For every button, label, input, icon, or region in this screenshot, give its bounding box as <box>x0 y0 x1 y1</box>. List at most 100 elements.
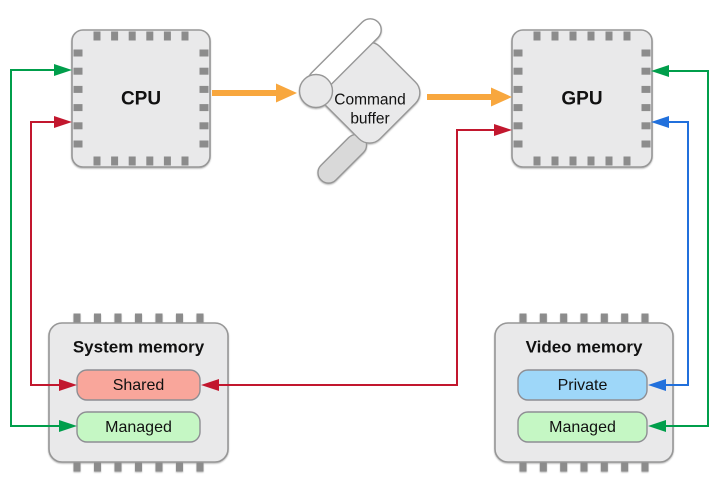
arrowhead <box>648 379 666 391</box>
chip-pin <box>94 313 101 324</box>
cpu-managed-link <box>10 64 77 432</box>
arrowhead <box>651 116 669 128</box>
chip-pin <box>155 461 163 472</box>
chip-pin <box>621 461 629 472</box>
chip-pin <box>513 67 523 75</box>
chip-pin <box>587 156 595 166</box>
chip-pin <box>114 313 122 324</box>
chip-pin <box>580 313 588 324</box>
chip-pin <box>181 156 189 166</box>
chip-pin <box>128 31 136 41</box>
video-memory-pins <box>519 313 649 472</box>
gpu-label: GPU <box>561 89 602 110</box>
chip-pin <box>605 156 613 166</box>
chip-pin <box>551 31 559 41</box>
chip-pin <box>73 104 83 112</box>
chip-pin <box>146 156 154 166</box>
arrowhead <box>59 420 77 432</box>
chip-pin <box>519 461 527 472</box>
chip-pin <box>111 156 119 166</box>
chip-pin <box>155 313 163 324</box>
arrowhead <box>54 64 72 76</box>
arrow-shaft <box>663 121 689 386</box>
chip-pin <box>513 85 523 93</box>
cpu-chip: CPU <box>71 29 211 168</box>
chip-pin <box>94 461 101 472</box>
command-buffer-label-line2: buffer <box>350 111 389 128</box>
chip-pin <box>199 85 209 93</box>
command-buffer-gpu-arrow <box>427 87 512 107</box>
chip-pin <box>641 104 651 112</box>
gpu-video-managed-link <box>648 65 709 432</box>
cpu-command-buffer-arrow <box>212 83 297 103</box>
chip-pin <box>551 156 559 166</box>
gpu-private-link <box>648 116 689 391</box>
chip-pin <box>176 313 183 324</box>
chip-pin <box>513 140 523 148</box>
chip-pin <box>587 31 595 41</box>
gpu-chip-body <box>511 29 653 168</box>
system-memory-title: System memory <box>73 338 205 357</box>
arrowhead <box>201 379 219 391</box>
chip-pin <box>73 67 83 75</box>
arrow-shaft <box>30 121 61 386</box>
chip-pin <box>513 122 523 130</box>
video-managed-label: Managed <box>549 419 616 436</box>
chip-pin <box>135 313 142 324</box>
cpu-shared-link <box>30 116 77 391</box>
chip-pin <box>580 461 588 472</box>
chip-pin <box>93 156 101 166</box>
chip-pin <box>73 461 81 472</box>
gpu-chip-pins <box>513 31 651 166</box>
chip-pin <box>73 140 83 148</box>
chip-pin <box>199 122 209 130</box>
chip-pin <box>111 31 119 41</box>
chip-pin <box>73 85 83 93</box>
chip-pin <box>621 313 629 324</box>
chip-pin <box>641 67 651 75</box>
gpu-shared-link <box>201 124 512 391</box>
chip-pin <box>196 461 204 472</box>
chip-pin <box>73 313 81 324</box>
video-memory-chip: Video memory Private Managed <box>494 313 674 472</box>
arrowhead <box>54 116 72 128</box>
chip-pin <box>176 461 183 472</box>
arrowhead <box>59 379 77 391</box>
chip-pin <box>163 156 171 166</box>
arrowhead <box>276 83 297 103</box>
chip-pin <box>600 461 608 472</box>
edges <box>10 64 709 432</box>
chip-pin <box>560 461 568 472</box>
arrow-shaft <box>10 69 61 427</box>
cpu-label: CPU <box>121 89 161 110</box>
arrow-shaft <box>216 129 496 386</box>
chip-pin <box>114 461 122 472</box>
command-buffer-label-line1: Command <box>334 92 406 109</box>
chip-pin <box>128 156 136 166</box>
chip-pin <box>196 313 204 324</box>
system-managed-label: Managed <box>105 419 172 436</box>
chip-pin <box>623 156 631 166</box>
chip-pin <box>641 461 649 472</box>
chip-pin <box>641 313 649 324</box>
command-buffer-scroll: Command buffer <box>298 18 421 184</box>
chip-pin <box>641 85 651 93</box>
chip-pin <box>513 49 523 57</box>
chip-pin <box>533 156 541 166</box>
scroll-roll-end-icon <box>298 73 334 109</box>
cpu-chip-body <box>71 29 211 168</box>
chip-pin <box>641 49 651 57</box>
chip-pin <box>641 122 651 130</box>
system-managed-box <box>76 411 201 443</box>
video-managed-box <box>517 411 648 443</box>
arrowhead <box>651 65 669 77</box>
arrow-shaft <box>664 70 709 427</box>
chip-pin <box>539 461 547 472</box>
chip-pin <box>163 31 171 41</box>
system-memory-pins <box>73 313 204 472</box>
chip-pin <box>93 31 101 41</box>
chip-pin <box>513 104 523 112</box>
chip-pin <box>199 49 209 57</box>
chip-pin <box>146 31 154 41</box>
chip-pin <box>73 49 83 57</box>
